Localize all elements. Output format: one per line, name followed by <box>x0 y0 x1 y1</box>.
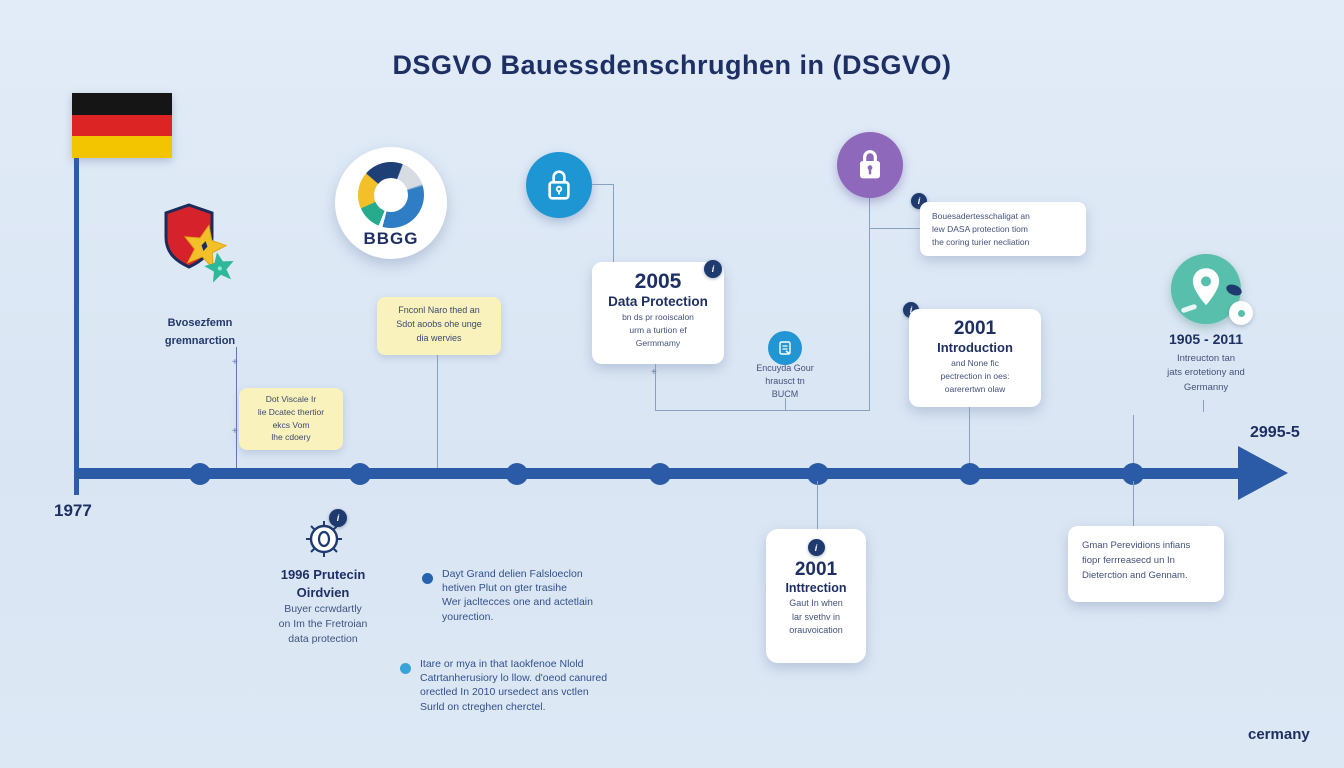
connector-horizontal <box>655 410 870 411</box>
flag-stripe-gold <box>72 136 172 158</box>
timeline-dot <box>959 463 981 485</box>
tick-mark: + <box>651 367 657 378</box>
germany-flag-icon <box>72 93 172 158</box>
card-2005-heading: Data Protection <box>608 294 708 309</box>
page-title: DSGVO Bauessdenschrughen in (DSGVO) <box>392 50 952 80</box>
timeline-end-label: 2995-5 <box>1250 424 1300 441</box>
bullet-text-2: Itare or mya in that Iaokfenoe Nlold Cat… <box>420 658 608 713</box>
card-2005-year: 2005 <box>634 270 682 293</box>
card-b2001-body: Gaut In when lar svethv in orauvoication <box>789 598 843 635</box>
connector-2005-v <box>655 364 656 410</box>
sticky-note-2: Fnconl Naro thed an Sdot aoobs ohe unge … <box>377 297 501 355</box>
card-b2001-heading: Inttrection <box>785 581 847 595</box>
pin-years: 1905 - 2011 <box>1169 331 1243 347</box>
card-2005: 2005 Data Protection bn ds pr rooiscalon… <box>592 262 724 364</box>
footer-label: cermany <box>1248 726 1310 743</box>
bucm-label: Encuyda Gour hrausct tn BUCM <box>756 363 814 400</box>
connector-lock-v <box>613 184 614 264</box>
bbgg-label: BBGG <box>363 229 419 248</box>
badge-icon: i <box>704 260 722 278</box>
pin-swoosh <box>1180 303 1198 314</box>
bullet-dot-icon <box>422 573 433 584</box>
tick-mark: + <box>232 426 238 437</box>
bullet-text-1: Dayt Grand delien Falsloeclon hetiven Pl… <box>442 568 593 623</box>
badge-icon: i <box>329 509 347 527</box>
timeline-start-label: 1977 <box>54 501 92 520</box>
flag-stripe-red <box>72 114 172 137</box>
card-2005-body: bn ds pr rooiscalon urm a turtion ef Ger… <box>622 312 694 348</box>
connector-purple-v <box>869 198 870 410</box>
connector-lock-h <box>592 184 614 185</box>
event-1996-heading: 1996 Prutecin Oirdvien <box>280 567 366 600</box>
event-1996-body: Buyer ccrwdartly on Im the Fretroian dat… <box>278 603 368 646</box>
pin-dot-badge <box>1229 301 1253 325</box>
donut-ring <box>358 162 424 228</box>
connector-note2 <box>437 355 438 468</box>
gear-icon <box>303 518 345 565</box>
connector-1133-up <box>1133 415 1134 468</box>
flag-pole <box>74 150 79 495</box>
connector-b2001-v <box>817 481 818 529</box>
timeline-dot <box>506 463 528 485</box>
pin-body: Intreucton tan jats erotetiony and Germa… <box>1167 353 1245 393</box>
connector-shield <box>236 347 237 470</box>
card-bottomright: Gman Perevidions infians fiopr ferrrease… <box>1068 526 1224 602</box>
card-topright: Bouesadertesschaligat an lew DASA protec… <box>920 202 1086 256</box>
card-intro-body: and None fic pectrection in oes: oarerer… <box>940 358 1010 394</box>
card-2001-inttrection: i 2001 Inttrection Gaut In when lar svet… <box>766 529 866 663</box>
star-teal-icon <box>200 247 240 291</box>
document-icon <box>768 331 802 365</box>
timeline-dot <box>649 463 671 485</box>
tick-mark: + <box>232 357 238 368</box>
timeline-dot <box>807 463 829 485</box>
connector-bucm-v <box>785 398 786 410</box>
timeline-dot <box>189 463 211 485</box>
connector-bottomright-v <box>1133 481 1134 526</box>
star-yellow-icon <box>175 218 233 280</box>
timeline-dot <box>349 463 371 485</box>
bbgg-donut-chart-icon: BBGG <box>335 147 447 259</box>
donut-hole <box>374 178 408 212</box>
lock-filled-icon <box>837 132 903 198</box>
timeline-arrowhead-icon <box>1238 446 1288 500</box>
timeline-dot <box>1122 463 1144 485</box>
connector-topright-h <box>869 228 920 229</box>
connector-intro-v <box>969 407 970 468</box>
badge-icon: i <box>807 539 825 556</box>
card-b2001-year: 2001 <box>794 559 838 580</box>
shield-label: Bvosezfemn gremnarction <box>164 317 236 347</box>
card-intro-heading: Introduction <box>937 340 1013 355</box>
card-2001-intro: 2001 Introduction and None fic pectrecti… <box>909 309 1041 407</box>
flag-stripe-black <box>72 93 172 115</box>
sticky-note-1: Dot Viscale Ir lie Dcatec thertior ekcs … <box>239 388 343 450</box>
connector-pin-v <box>1203 400 1204 412</box>
bullet-dot-icon <box>400 663 411 674</box>
lock-outline-icon <box>526 152 592 218</box>
card-intro-year: 2001 <box>953 318 997 339</box>
